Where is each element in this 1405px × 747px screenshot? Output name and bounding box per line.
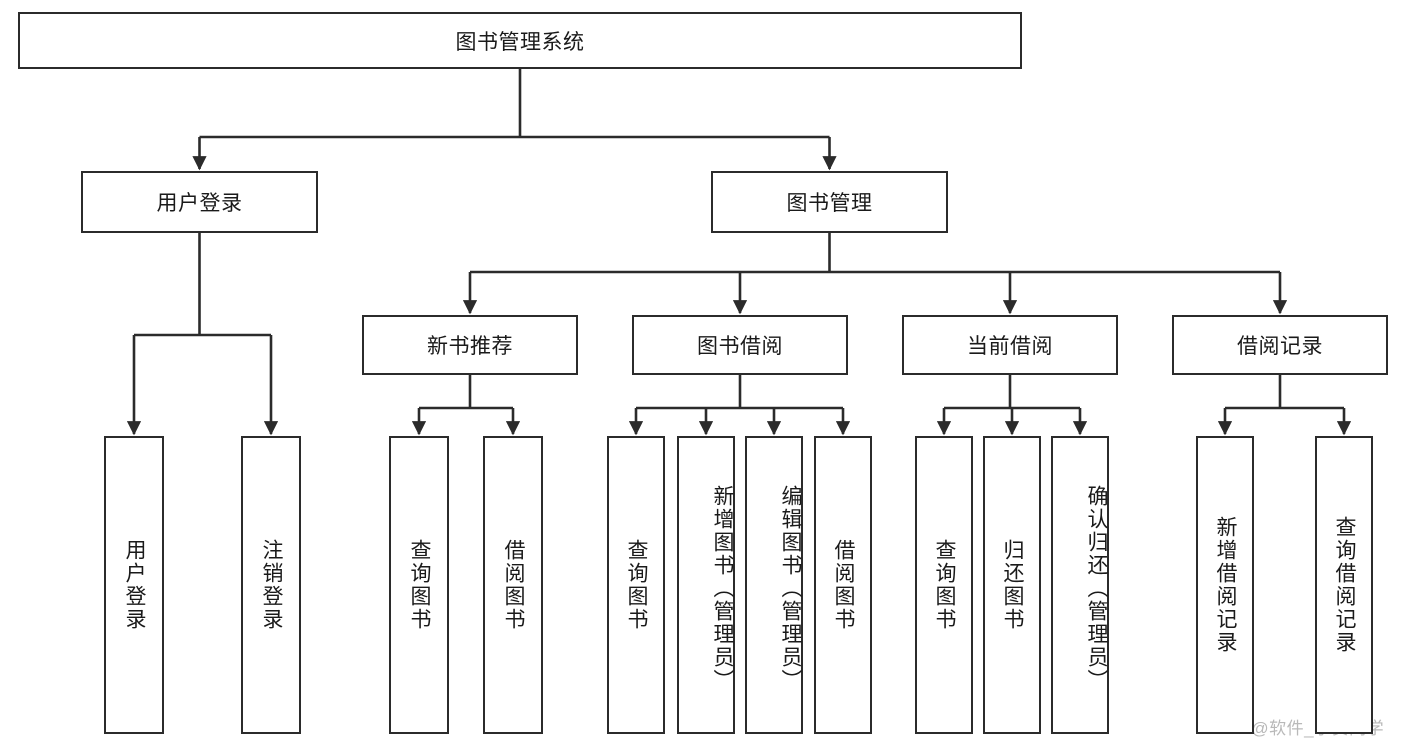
node-leaf-leaf-query-book-1: 查询图书 bbox=[389, 436, 449, 734]
node-label: 归还图书 bbox=[1001, 539, 1025, 631]
node-label: 新增图书（管理员） bbox=[711, 484, 734, 692]
node-label: 借阅图书 bbox=[502, 539, 526, 631]
node-leaf-leaf-query-book-2: 查询图书 bbox=[607, 436, 665, 734]
node-label: 当前借阅 bbox=[967, 335, 1053, 358]
node-level3-current-borrow: 当前借阅 bbox=[902, 315, 1118, 375]
node-label: 借阅记录 bbox=[1237, 335, 1323, 358]
node-label: 编辑图书（管理员） bbox=[779, 484, 802, 692]
node-leaf-leaf-query-borrow-record: 查询借阅记录 bbox=[1315, 436, 1373, 734]
node-leaf-leaf-borrow-book-1: 借阅图书 bbox=[483, 436, 543, 734]
node-leaf-leaf-logout-login: 注销登录 bbox=[241, 436, 301, 734]
node-level2-book-manage: 图书管理 bbox=[711, 171, 948, 233]
node-leaf-leaf-add-book: 新增图书（管理员） bbox=[677, 436, 735, 734]
node-label: 新增借阅记录 bbox=[1214, 516, 1238, 654]
node-level2-user-login: 用户登录 bbox=[81, 171, 318, 233]
node-leaf-leaf-edit-book: 编辑图书（管理员） bbox=[745, 436, 803, 734]
node-label: 图书借阅 bbox=[697, 335, 783, 358]
node-label: 查询图书 bbox=[933, 539, 957, 631]
node-level3-borrow-record: 借阅记录 bbox=[1172, 315, 1388, 375]
node-label: 注销登录 bbox=[260, 539, 284, 631]
node-label: 查询借阅记录 bbox=[1333, 516, 1357, 654]
node-leaf-leaf-user-login: 用户登录 bbox=[104, 436, 164, 734]
node-label: 查询图书 bbox=[408, 539, 432, 631]
node-label: 图书管理系统 bbox=[455, 30, 585, 54]
node-label: 用户登录 bbox=[156, 192, 243, 215]
node-leaf-leaf-query-book-3: 查询图书 bbox=[915, 436, 973, 734]
node-label: 新书推荐 bbox=[427, 335, 513, 358]
node-label: 用户登录 bbox=[123, 539, 147, 631]
node-label: 图书管理 bbox=[786, 192, 873, 215]
node-label: 借阅图书 bbox=[832, 539, 856, 631]
node-leaf-leaf-confirm-return: 确认归还（管理员） bbox=[1051, 436, 1109, 734]
node-leaf-leaf-return-book: 归还图书 bbox=[983, 436, 1041, 734]
node-leaf-leaf-borrow-book-2: 借阅图书 bbox=[814, 436, 872, 734]
node-leaf-leaf-add-borrow-record: 新增借阅记录 bbox=[1196, 436, 1254, 734]
node-level3-new-book-recommend: 新书推荐 bbox=[362, 315, 578, 375]
node-label: 查询图书 bbox=[625, 539, 649, 631]
node-root-root: 图书管理系统 bbox=[18, 12, 1022, 69]
node-label: 确认归还（管理员） bbox=[1085, 484, 1108, 692]
node-level3-book-borrow: 图书借阅 bbox=[632, 315, 848, 375]
